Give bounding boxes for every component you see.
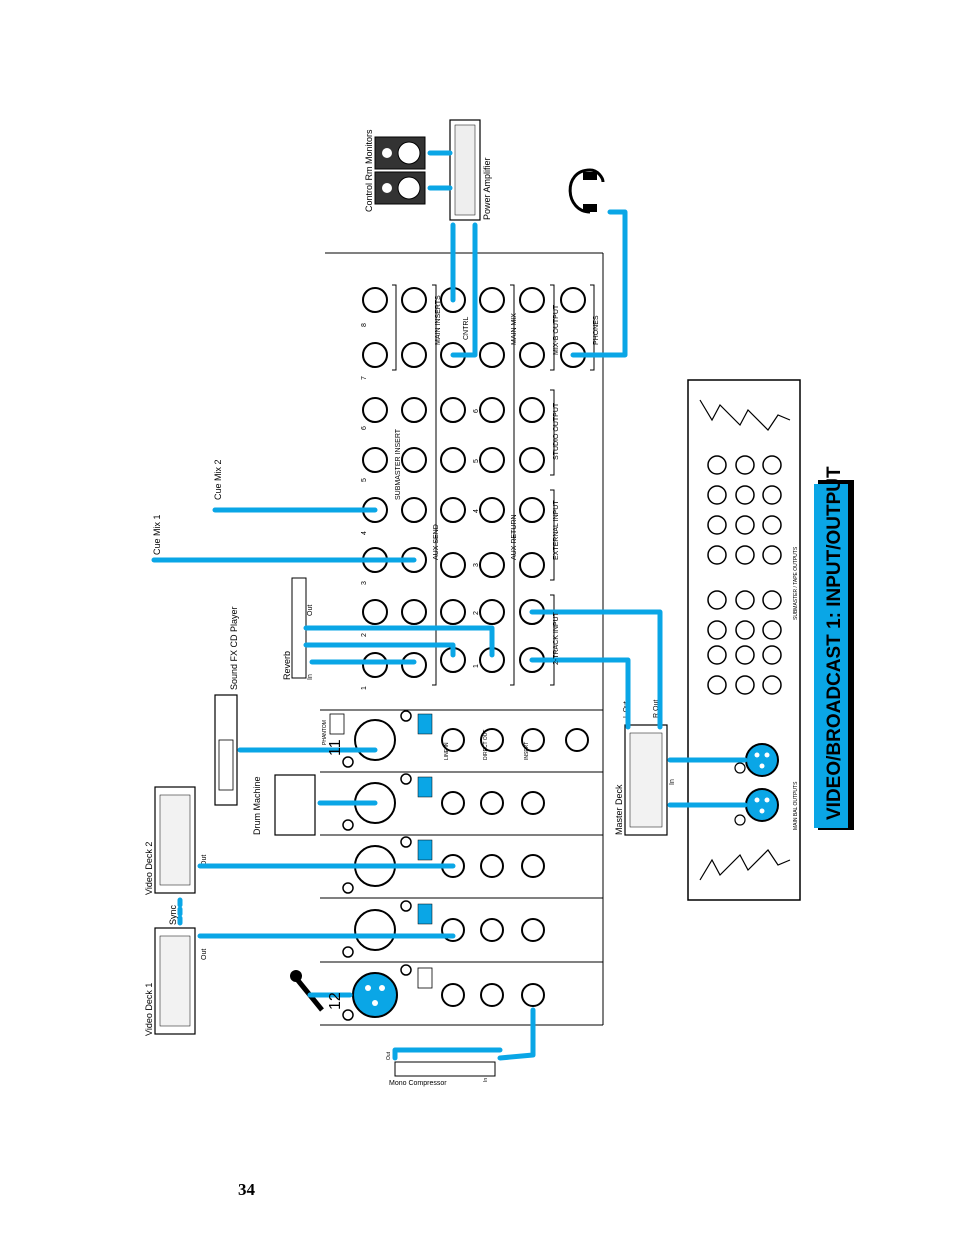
video-deck-1	[154, 927, 196, 1035]
video-deck-1-out: Out	[201, 949, 208, 960]
phantom-switch	[329, 713, 345, 735]
sound-fx-cd-player	[214, 694, 238, 806]
master-deck	[624, 724, 668, 836]
video-deck-2-label: Video Deck 2	[144, 842, 154, 895]
mic-xlr-input	[352, 972, 398, 1018]
label-aux-send: AUX SEND	[433, 524, 440, 560]
bus-number-2: 2	[361, 633, 368, 637]
return-number-6: 6	[473, 409, 480, 413]
submaster-tape-outputs-label: SUBMASTER / TAPE OUTPUTS	[793, 546, 799, 620]
mixer-top-panel	[320, 252, 604, 1026]
mono-compressor	[394, 1061, 496, 1077]
label-cntrl: CNTRL	[463, 317, 470, 340]
channel-number-11: 11	[327, 739, 344, 756]
label-main-mix: MAIN MIX	[511, 313, 518, 345]
mono-compressor-label: Mono Compressor	[389, 1080, 447, 1087]
group-brackets	[392, 284, 595, 686]
label-aux-return: AUX RETURN	[511, 514, 518, 560]
mixer-labels: MAIN INSERTS CNTRL MAIN MIX MIX-B OUTPUT…	[322, 295, 799, 1010]
channel-12-switch	[417, 967, 433, 989]
power-amplifier-label: Power Amplifier	[482, 157, 492, 220]
channel-strips	[354, 719, 589, 1007]
label-two-track-input: 2-TRACK INPUT	[553, 611, 560, 665]
return-number-5: 5	[473, 459, 480, 463]
microphone-icon	[290, 970, 324, 1012]
main-bal-out-left	[745, 743, 779, 777]
label-external-input: EXTERNAL INPUT	[553, 500, 560, 560]
return-number-2: 2	[473, 611, 480, 615]
return-jacks	[440, 287, 586, 673]
bus-number-6: 6	[361, 426, 368, 430]
page-title: VIDEO/BROADCAST 1: INPUT/OUTPUT	[824, 466, 845, 820]
sync-label: Sync	[168, 904, 178, 925]
label-mix-b-output: MIX-B OUTPUT	[553, 304, 560, 355]
power-amplifier	[449, 119, 481, 221]
master-in: In	[669, 779, 676, 785]
compressor-in-label: In	[483, 1078, 489, 1082]
main-bal-outputs-label: MAIN BAL OUTPUTS	[793, 781, 799, 830]
drum-machine	[274, 774, 316, 836]
label-submaster-insert: SUBMASTER INSERT	[395, 428, 402, 500]
video-deck-2	[154, 786, 196, 894]
main-bal-out-right	[745, 788, 779, 822]
return-number-4: 4	[473, 509, 480, 513]
channel-switches	[417, 713, 433, 925]
bus-number-7: 7	[361, 376, 368, 380]
return-number-3: 3	[473, 563, 480, 567]
master-deck-label: Master Deck	[614, 784, 624, 835]
video-deck-1-label: Video Deck 1	[144, 983, 154, 1036]
bus-number-1: 1	[361, 686, 368, 690]
reverb-label: Reverb	[282, 651, 292, 680]
rear-panel	[687, 379, 801, 901]
bus-number-8: 8	[361, 323, 368, 327]
label-studio-output: STUDIO OUTPUT	[553, 402, 560, 460]
cue-mix-1-label: Cue Mix 1	[152, 514, 162, 555]
bus-jacks	[362, 287, 427, 678]
sound-fx-label: Sound FX CD Player	[229, 606, 239, 690]
label-main-inserts: MAIN INSERTS	[435, 295, 442, 345]
bus-number-5: 5	[361, 478, 368, 482]
compressor-out-label: Out	[386, 1051, 392, 1060]
title-banner	[814, 480, 854, 830]
channel-number-12: 12	[327, 992, 344, 1010]
bus-number-4: 4	[361, 531, 368, 535]
reverb-in-label: In	[307, 674, 314, 680]
ground-screws	[342, 710, 412, 1021]
control-room-monitors	[374, 136, 426, 205]
insert-label: INSERT	[524, 742, 530, 760]
page-number: 34	[238, 1180, 255, 1199]
direct-out-label: DIRECT OUT	[483, 730, 489, 760]
phantom-label: PHANTOM	[322, 720, 328, 745]
line-in-label: LINE IN	[444, 742, 450, 760]
return-number-1: 1	[473, 664, 480, 668]
cue-mix-2-label: Cue Mix 2	[213, 459, 223, 500]
video-deck-2-out: Out	[201, 855, 208, 866]
bus-number-3: 3	[361, 581, 368, 585]
label-phones: PHONES	[593, 315, 600, 345]
control-room-monitors-label: Control Rm Monitors	[364, 129, 374, 212]
master-r-out: R Out	[653, 700, 660, 718]
drum-machine-label: Drum Machine	[252, 776, 262, 835]
cables	[151, 150, 748, 1061]
reverb-out-label: Out	[307, 605, 314, 616]
